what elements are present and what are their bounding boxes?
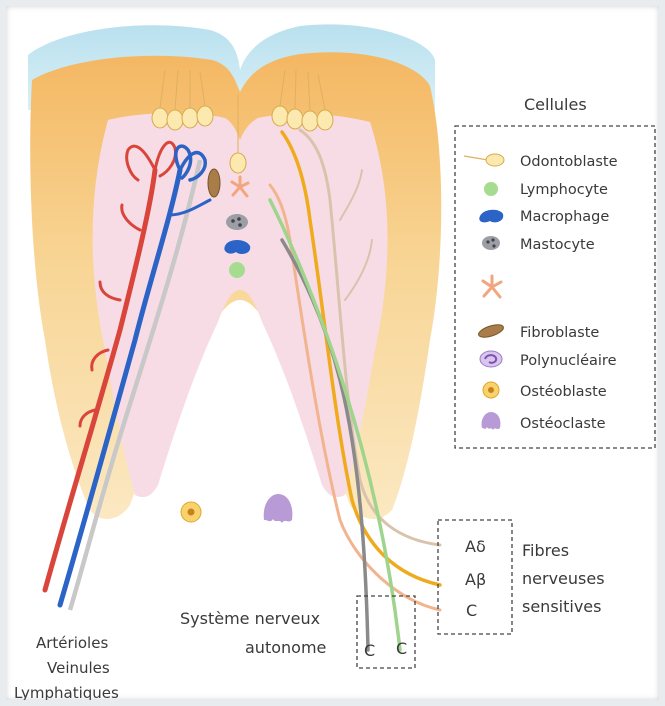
fibroblast-icon xyxy=(477,322,505,340)
osteoclast-outside xyxy=(264,494,293,523)
autonomic-fibre-label-1: C xyxy=(364,641,375,660)
fibres-group-line2: nerveuses xyxy=(522,569,605,588)
osteoblast-outside xyxy=(181,502,201,522)
lymphocyte-icon xyxy=(484,182,498,196)
fibre-label-adelta: Aδ xyxy=(465,537,486,556)
legend-label-osteoblaste: Ostéoblaste xyxy=(520,384,607,400)
fibre-label-abeta: Aβ xyxy=(465,570,486,589)
macrophage-icon xyxy=(479,210,503,223)
osteoclast-icon xyxy=(482,412,501,430)
legend-label-osteoclaste: Ostéoclaste xyxy=(520,416,606,432)
legend-label-odontoblaste: Odontoblaste xyxy=(520,154,618,170)
legend-label-fibroblaste: Fibroblaste xyxy=(520,325,599,341)
autonomic-label-line1: Système nerveux xyxy=(180,609,320,628)
fibres-group-line1: Fibres xyxy=(522,541,569,560)
vessels-label-arterioles: Artérioles xyxy=(36,634,108,652)
polynuclear-icon xyxy=(480,351,502,367)
legend-label-polynucleaire: Polynucléaire xyxy=(520,353,617,369)
legend-title: Cellules xyxy=(524,95,587,114)
autonomic-label-line2: autonome xyxy=(245,638,326,657)
vessels-label-veinules: Veinules xyxy=(47,659,110,677)
odontoblast-icon xyxy=(464,154,504,166)
vessels-label-lymphatiques: Lymphatiques xyxy=(14,684,119,702)
fibres-group-line3: sensitives xyxy=(522,597,601,616)
autonomic-fibre-label-2: C xyxy=(396,639,407,658)
legend-label-mastocyte: Mastocyte xyxy=(520,237,595,253)
legend-label-lymphocyte: Lymphocyte xyxy=(520,182,608,198)
osteoblast-icon xyxy=(483,382,499,398)
mastocyte-icon xyxy=(482,236,500,250)
fibre-label-c: C xyxy=(466,601,477,620)
dendritic-cell-icon xyxy=(483,276,501,297)
legend-label-macrophage: Macrophage xyxy=(520,209,609,225)
